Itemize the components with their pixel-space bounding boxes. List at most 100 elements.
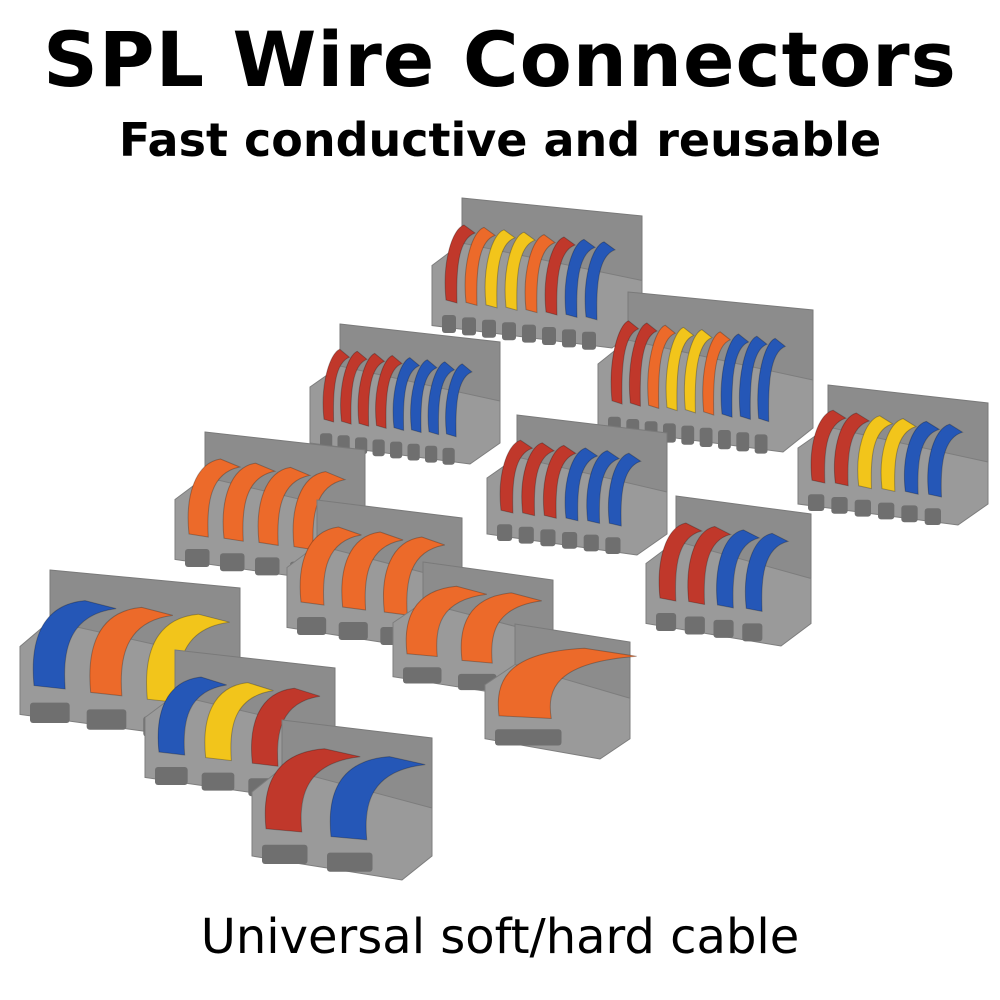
lever-blue: [329, 756, 426, 841]
wire-hole: [754, 434, 768, 454]
wire-hole: [502, 322, 516, 341]
lever-orange: [524, 234, 557, 314]
lever-blue: [927, 423, 964, 498]
wire-hole: [699, 427, 713, 447]
wire-hole: [482, 319, 496, 338]
lever-orange: [405, 585, 487, 658]
lever-orange: [647, 324, 677, 410]
lever-red: [629, 322, 658, 407]
wire-hole: [407, 443, 420, 461]
lever-orange: [222, 462, 277, 542]
wire-hole: [338, 622, 368, 640]
lever-red: [375, 354, 403, 429]
lever-orange: [383, 536, 445, 616]
lever-orange: [464, 226, 497, 307]
lever-red: [264, 748, 361, 833]
lever-orange: [257, 466, 312, 546]
wire-hole: [681, 425, 695, 445]
wire-hole: [390, 441, 403, 459]
wire-hole: [854, 499, 871, 517]
wire-hole: [442, 447, 455, 465]
wire-hole: [831, 497, 848, 514]
lever-orange: [497, 647, 637, 720]
connector-3-to-6: [797, 384, 989, 526]
lever-blue: [445, 363, 473, 438]
lever-yellow: [684, 329, 713, 414]
connector-3-to-9: [597, 291, 814, 454]
connector-2-to-6: [431, 197, 643, 350]
wire-hole: [713, 619, 734, 638]
lever-blue: [608, 452, 642, 527]
lever-red: [521, 442, 556, 517]
wire-hole: [583, 534, 599, 552]
lever-orange: [460, 592, 542, 664]
lever-orange: [187, 458, 242, 538]
lever-yellow: [857, 415, 894, 490]
wire-hole: [742, 623, 763, 642]
wire-hole: [462, 317, 476, 336]
lever-orange: [702, 331, 732, 416]
connector-1-to-8: [309, 323, 501, 465]
lever-blue: [427, 361, 456, 436]
wire-hole: [901, 505, 918, 523]
wire-hole: [605, 537, 621, 554]
wire-hole: [262, 844, 308, 864]
lever-yellow: [665, 326, 695, 412]
lever-red: [340, 350, 368, 425]
lever-blue: [739, 335, 768, 421]
lever-blue: [157, 676, 227, 756]
lever-yellow: [204, 682, 274, 762]
lever-orange: [341, 531, 404, 611]
wire-hole: [582, 331, 596, 350]
footer-caption: Universal soft/hard cable: [200, 909, 800, 965]
wire-hole: [518, 526, 534, 544]
lever-red: [687, 525, 732, 606]
lever-yellow: [504, 231, 537, 311]
lever-red: [610, 320, 640, 405]
wire-hole: [562, 329, 576, 348]
wire-hole: [220, 553, 245, 572]
lever-blue: [392, 357, 421, 432]
wire-hole: [86, 709, 127, 730]
wire-hole: [736, 432, 750, 452]
wire-hole: [540, 529, 556, 547]
wire-hole: [327, 852, 373, 872]
connector-1-to-4: [645, 495, 812, 647]
wire-hole: [30, 702, 70, 723]
wire-hole: [297, 617, 327, 635]
connector-1-orange: [484, 623, 637, 760]
lever-red: [322, 348, 351, 423]
lever-red: [544, 236, 577, 316]
wire-hole: [718, 430, 731, 450]
wire-hole: [497, 524, 513, 541]
lever-red: [251, 687, 321, 767]
lever-orange: [292, 471, 347, 551]
wire-hole: [372, 439, 385, 457]
wire-hole: [542, 327, 556, 345]
wire-hole: [255, 557, 280, 576]
lever-blue: [757, 337, 787, 423]
lever-blue: [720, 333, 750, 418]
wire-hole: [495, 729, 562, 746]
lever-blue: [586, 450, 621, 525]
lever-blue: [744, 532, 790, 612]
wire-hole: [924, 508, 941, 525]
lever-red: [543, 444, 577, 519]
wire-hole: [185, 549, 210, 567]
page-subtitle: Fast conductive and reusable: [118, 113, 882, 167]
wire-hole: [425, 445, 438, 463]
lever-blue: [716, 529, 761, 609]
lever-yellow: [484, 229, 517, 309]
lever-blue: [584, 241, 617, 321]
lever-blue: [564, 447, 599, 522]
lever-orange: [89, 606, 173, 697]
wire-hole: [155, 767, 188, 785]
wire-hole: [562, 532, 578, 549]
wire-hole: [878, 502, 895, 520]
wire-hole: [656, 613, 677, 631]
wire-hole: [403, 667, 442, 684]
wire-hole: [808, 494, 825, 511]
wire-hole: [684, 616, 705, 635]
lever-red: [499, 439, 534, 514]
lever-yellow: [880, 418, 918, 493]
